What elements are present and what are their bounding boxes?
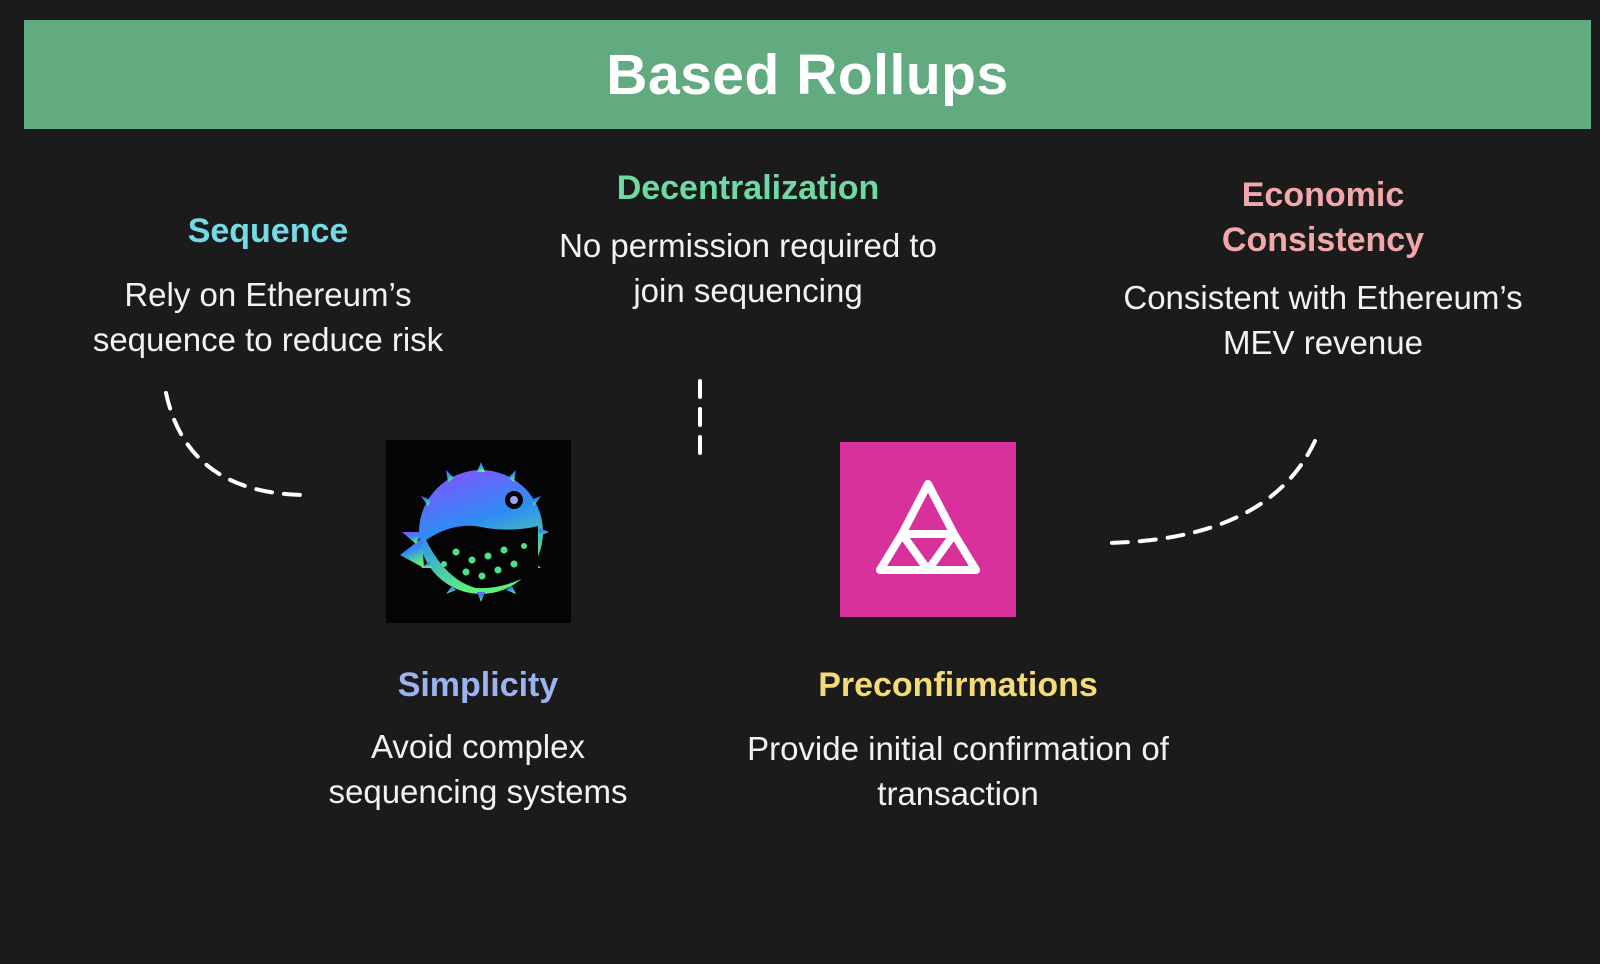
economic-heading: Economic Consistency xyxy=(1073,173,1573,263)
economic-heading-line-1: Economic xyxy=(1241,176,1405,214)
connector-sequence xyxy=(164,391,310,497)
connector-economic xyxy=(1101,439,1317,545)
feature-sequence: Sequence Rely on Ethereum’s sequence to … xyxy=(33,209,503,362)
decentralization-line-1: No permission required to xyxy=(559,227,937,264)
slide: Based Rollups Sequence Rely on Ethereum’… xyxy=(3,3,1595,961)
pufferfish-logo-icon xyxy=(386,440,571,623)
title-banner: Based Rollups xyxy=(24,20,1591,129)
economic-line-1: Consistent with Ethereum’s xyxy=(1123,279,1523,316)
decentralization-description: No permission required to join sequencin… xyxy=(503,223,993,313)
triangle-knot-logo-icon xyxy=(840,442,1016,617)
feature-decentralization: Decentralization No permission required … xyxy=(503,166,993,313)
decentralization-heading: Decentralization xyxy=(616,169,880,207)
slide-title: Based Rollups xyxy=(606,42,1009,107)
economic-description: Consistent with Ethereum’s MEV revenue xyxy=(1073,275,1573,365)
feature-simplicity: Simplicity Avoid complex sequencing syst… xyxy=(253,663,703,814)
simplicity-line-2: sequencing systems xyxy=(328,773,628,810)
economic-line-2: MEV revenue xyxy=(1223,324,1423,361)
simplicity-description: Avoid complex sequencing systems xyxy=(253,724,703,814)
sequence-line-1: Rely on Ethereum’s xyxy=(124,276,412,313)
simplicity-line-1: Avoid complex xyxy=(370,728,585,765)
feature-economic-consistency: Economic Consistency Consistent with Eth… xyxy=(1073,173,1573,365)
preconfirmations-heading: Preconfirmations xyxy=(818,666,1098,704)
preconfirmations-description: Provide initial confirmation of transact… xyxy=(693,726,1223,816)
dashed-connectors xyxy=(164,379,1317,545)
simplicity-heading: Simplicity xyxy=(397,666,559,704)
decentralization-line-2: join sequencing xyxy=(633,272,863,309)
sequence-line-2: sequence to reduce risk xyxy=(92,321,444,358)
preconfirmations-line-2: transaction xyxy=(877,775,1039,812)
economic-heading-line-2: Consistency xyxy=(1221,221,1425,259)
sequence-heading: Sequence xyxy=(187,212,349,250)
preconfirmations-line-1: Provide initial confirmation of xyxy=(747,730,1169,767)
feature-preconfirmations: Preconfirmations Provide initial confirm… xyxy=(693,663,1223,816)
sequence-description: Rely on Ethereum’s sequence to reduce ri… xyxy=(33,272,503,362)
